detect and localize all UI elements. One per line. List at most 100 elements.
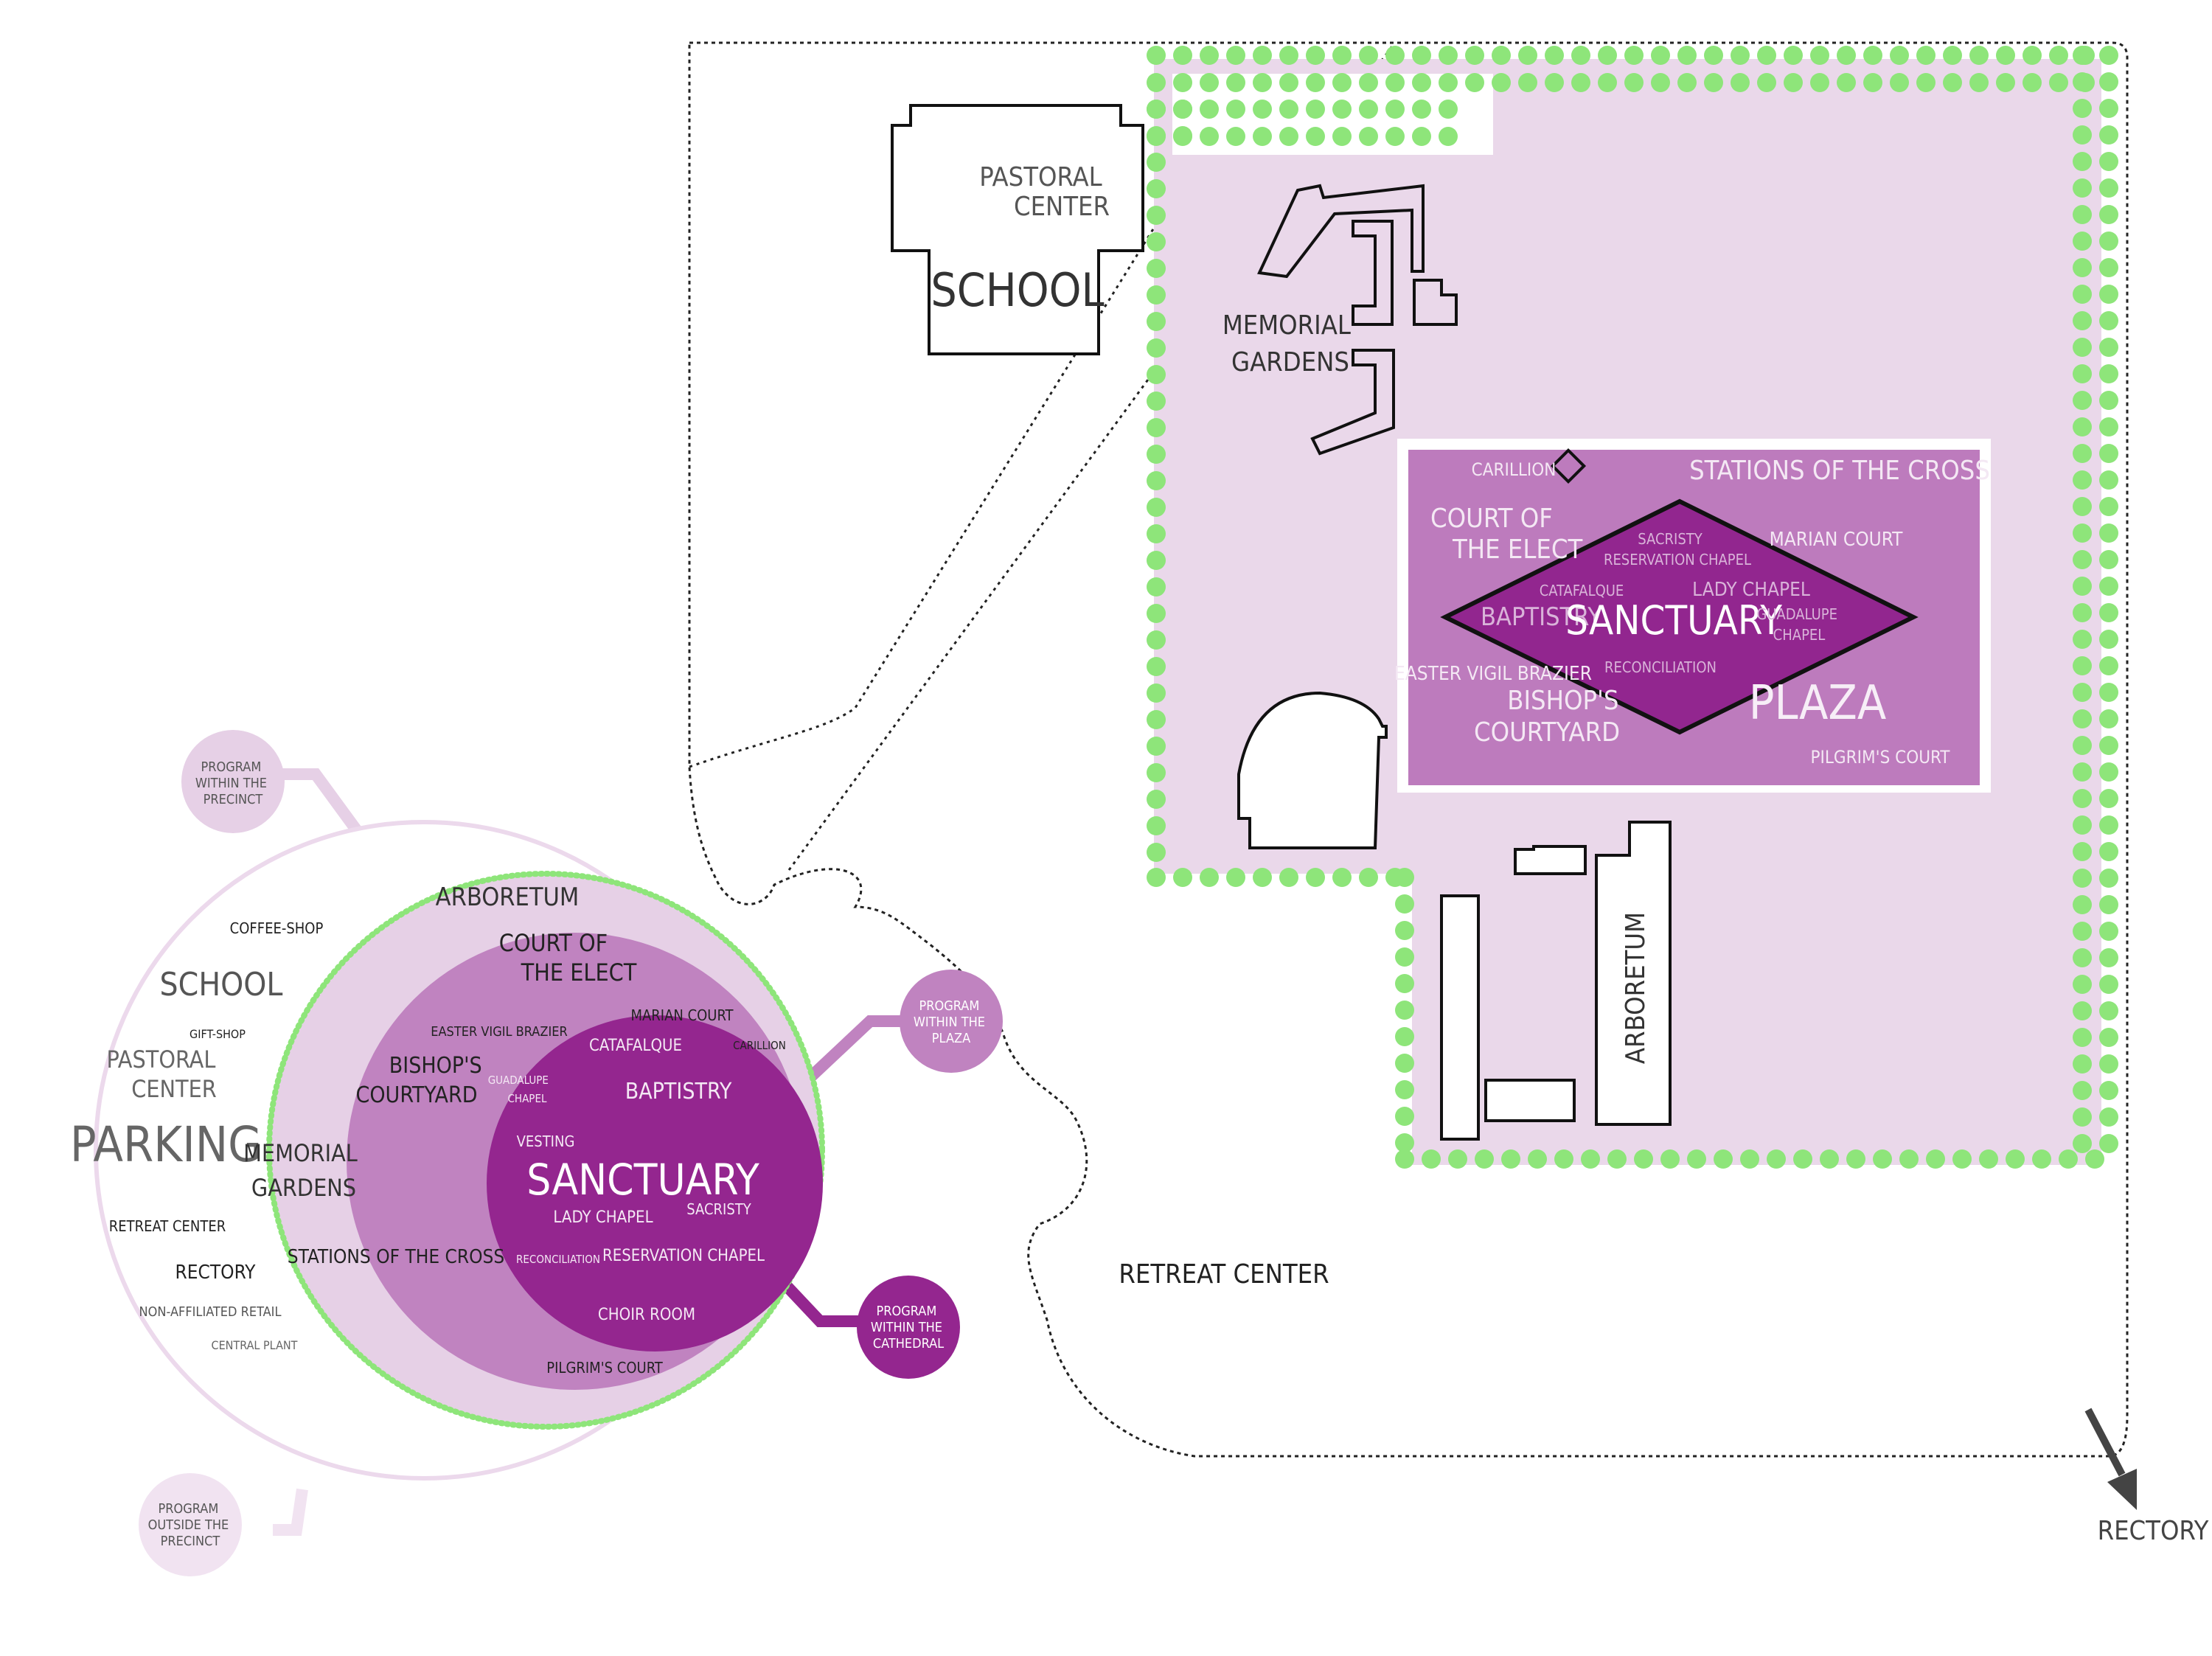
tree-dot [2099, 1134, 2118, 1153]
tree-dot [2099, 364, 2118, 383]
tree-dot [2073, 1081, 2092, 1100]
tree-dot [2073, 99, 2092, 118]
tree-dot [1147, 604, 1166, 623]
tree-dot [1359, 73, 1378, 92]
tree-dot [1253, 127, 1272, 146]
tree-dot [1598, 46, 1617, 65]
tree-dot [1439, 100, 1458, 119]
tree-dot [1332, 127, 1352, 146]
svg-text:PROGRAM OUTSIDE THE: PROGRAM OUTSIDE THE PRECINCT [148, 1501, 233, 1549]
svg-text:PROGRAM WITHIN THE: PROGRAM WITHIN THE PLAZA [914, 998, 989, 1046]
tree-dot [1306, 46, 1325, 65]
stations-of-the-cross-program-label: STATIONS OF THE CROSS [288, 1246, 505, 1268]
tree-dot [1147, 100, 1166, 119]
tree-dot [2099, 895, 2118, 914]
tree-dot [1147, 338, 1166, 358]
tree-dot [1501, 1149, 1520, 1169]
guadalupe-chapel-program-label: GUADALUPE CHAPEL [488, 1074, 552, 1105]
reconciliation-program-label: RECONCILIATION [516, 1253, 600, 1266]
tree-dot [1740, 1149, 1759, 1169]
tree-dot [1395, 1001, 1414, 1020]
plaza-label: PLAZA [1749, 676, 1886, 731]
tree-dot [1385, 100, 1405, 119]
rectory-program-label: RECTORY [175, 1262, 257, 1284]
tree-dot [2073, 232, 2092, 251]
vesting-program-label: VESTING [517, 1133, 575, 1150]
tree-dot [2073, 311, 2092, 330]
tree-dot [1571, 46, 1590, 65]
easter-vigil-brazier-label: EASTER VIGIL BRAZIER [1394, 663, 1592, 685]
memorial-gardens-label: MEMORIAL GARDENS [1222, 310, 1358, 378]
pastoral-center-program-label: PASTORAL CENTER [106, 1046, 222, 1103]
dome-building [1237, 691, 1388, 849]
tree-dot [1395, 921, 1414, 940]
tree-dot [2099, 683, 2118, 702]
tree-dot [2099, 417, 2118, 436]
property-boundary [688, 41, 2129, 1458]
tree-dot [1147, 471, 1166, 490]
tree-dot [2099, 975, 2118, 994]
tree-dot [2099, 285, 2118, 304]
tree-dot [1757, 73, 1776, 92]
tree-dot [1581, 1149, 1600, 1169]
tree-dot [2073, 683, 2092, 702]
tree-dot [2032, 1149, 2051, 1169]
tree-dot [1395, 868, 1414, 887]
tree-dot [1395, 1027, 1414, 1046]
tree-dot [2073, 842, 2092, 861]
tree-dot [1465, 73, 1484, 92]
sacristy-program-label: SACRISTY [686, 1200, 752, 1218]
tree-border [1147, 46, 2118, 1169]
tree-dot [2073, 869, 2092, 888]
central-plant-label: CENTRAL PLANT [212, 1338, 298, 1352]
tree-dot [2073, 895, 2092, 914]
tree-dot [2006, 1149, 2025, 1169]
catafalque-program-label: CATAFALQUE [589, 1037, 682, 1055]
tree-dot [1660, 1149, 1680, 1169]
tree-dot [2073, 922, 2092, 941]
tree-dot [2099, 391, 2118, 410]
tree-dot [1147, 153, 1166, 172]
court-of-the-elect-program-label: COURT OF THE ELECT [499, 929, 637, 987]
tree-dot [1147, 657, 1166, 676]
tree-dot [1147, 392, 1166, 411]
tree-dot [1147, 710, 1166, 729]
tree-dot [2099, 603, 2118, 622]
tree-dot [2099, 815, 2118, 835]
callout-within-plaza: PROGRAM WITHIN THE PLAZA [900, 970, 1003, 1073]
tree-dot [1173, 868, 1192, 887]
arboretum-label: ARBORETUM [1621, 912, 1651, 1064]
connector-plaza [805, 1015, 901, 1082]
tree-dot [1518, 73, 1537, 92]
tree-dot [1943, 46, 1962, 65]
tree-dot [1677, 46, 1697, 65]
rectory-arrow [2084, 1408, 2137, 1510]
tree-dot [1412, 46, 1431, 65]
tree-dot [1395, 1149, 1414, 1169]
tree-dot [1890, 73, 1909, 92]
tree-dot [2099, 762, 2118, 782]
callout-outside-precinct: PROGRAM OUTSIDE THE PRECINCT [139, 1473, 242, 1576]
pilgrims-court-label: PILGRIM'S COURT [1811, 747, 1951, 768]
tree-dot [1837, 73, 1856, 92]
tree-dot [2099, 99, 2118, 118]
memorial-gardens-buildings [1257, 184, 1458, 456]
tree-dot [2073, 1001, 2092, 1020]
tree-dot [1969, 46, 1989, 65]
tree-dot [1385, 73, 1405, 92]
site-plan: PASTORAL CENTER SCHOOL MEMORIAL GARDENS … [688, 41, 2209, 1546]
tree-dot [1395, 894, 1414, 914]
marian-court-program-label: MARIAN COURT [630, 1006, 734, 1024]
tree-dot [1147, 206, 1166, 225]
pastoral-center-label: PASTORAL CENTER [979, 162, 1110, 222]
tree-dot [1332, 868, 1352, 887]
tree-dot [2073, 285, 2092, 304]
tree-dot [2099, 311, 2118, 330]
tree-dot [2099, 789, 2118, 808]
tree-dot [1332, 46, 1352, 65]
tree-dot [1916, 73, 1935, 92]
tree-dot [1147, 551, 1166, 570]
tree-dot [1359, 100, 1378, 119]
tree-dot [2099, 46, 2118, 65]
tree-dot [1147, 445, 1166, 464]
